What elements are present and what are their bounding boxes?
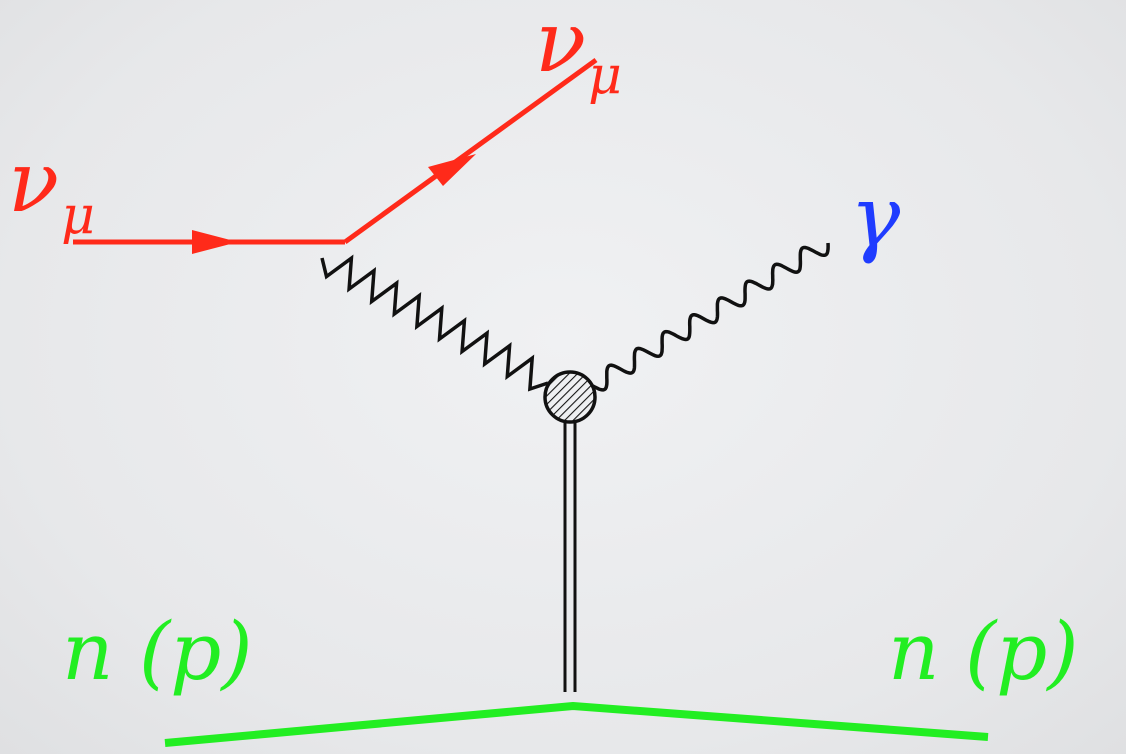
- weak-boson-line: [320, 254, 549, 392]
- nucleon-right-label: n (p): [888, 605, 1079, 698]
- nu-symbol: ν: [535, 0, 587, 91]
- mu-subscript: μ: [61, 186, 95, 246]
- mu-subscript: μ: [588, 46, 622, 106]
- nu-mu-incoming-label: νμ: [8, 140, 95, 242]
- photon-label: γ: [850, 168, 901, 266]
- photon-line: [592, 242, 830, 392]
- nu-mu-outgoing-label: νμ: [535, 0, 622, 102]
- outgoing-neutrino-line: [343, 57, 598, 245]
- nu-symbol: ν: [8, 133, 60, 231]
- hatched-blob-vertex: [543, 370, 597, 424]
- incoming-neutrino-arrow-icon: [192, 230, 238, 254]
- outgoing-neutrino-arrow-icon: [428, 154, 476, 186]
- nucleon-left-label: n (p): [62, 605, 253, 698]
- nucleon-line: [164, 702, 989, 747]
